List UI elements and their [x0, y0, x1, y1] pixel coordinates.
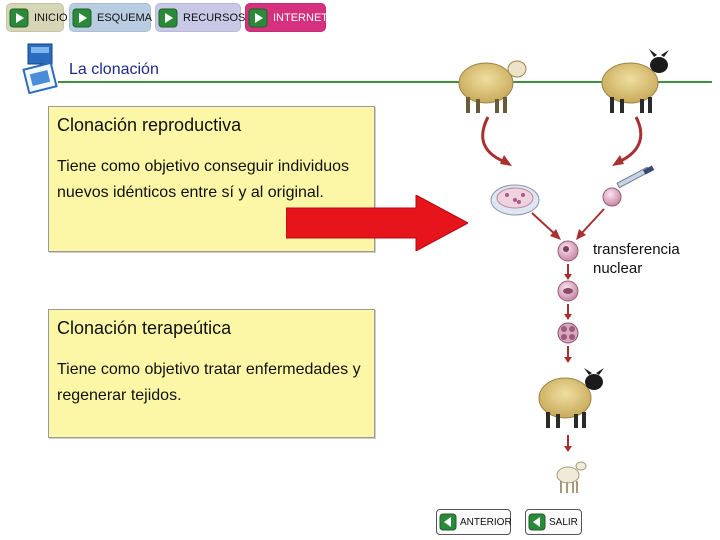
- embryo-icon: [557, 322, 579, 344]
- tab-inicio[interactable]: INICIO: [6, 3, 68, 32]
- red-arrow-icon: [286, 195, 468, 251]
- lamb-icon: [556, 461, 587, 493]
- tab-label: INTERNET: [273, 11, 328, 24]
- salir-label: SALIR: [549, 516, 578, 528]
- play-icon: [72, 8, 92, 27]
- sheep-icon: [538, 368, 604, 428]
- play-icon: [158, 8, 178, 27]
- anterior-label: ANTERIOR: [460, 516, 512, 528]
- tab-label: INICIO: [34, 11, 68, 24]
- sheep-icon: [601, 49, 669, 113]
- therapeutic-cloning-box: Clonación terapeútica Tiene como objetiv…: [48, 309, 375, 438]
- salir-button[interactable]: SALIR: [525, 509, 582, 535]
- page-title: La clonación: [69, 61, 159, 78]
- play-icon: [9, 8, 29, 27]
- therapeutic-cloning-heading: Clonación terapeútica: [57, 318, 232, 338]
- reproductive-cloning-text: Tiene como objetivo conseguir individuos…: [57, 158, 350, 201]
- petri-dish-icon: [490, 184, 540, 216]
- nuclear-transfer-label: transferencia nuclear: [593, 241, 680, 277]
- tab-recursos[interactable]: RECURSOS: [155, 3, 245, 32]
- tab-esquema[interactable]: ESQUEMA: [69, 3, 153, 32]
- cloning-diagram: [458, 49, 669, 493]
- tab-label: ESQUEMA: [97, 11, 153, 24]
- presentation-icon: [22, 43, 58, 94]
- back-icon: [439, 513, 457, 531]
- back-icon: [528, 513, 546, 531]
- cell-icon: [557, 280, 579, 302]
- sheep-icon: [458, 60, 527, 113]
- title-divider: [58, 81, 712, 83]
- syringe-icon: [602, 165, 655, 207]
- play-icon: [248, 8, 268, 27]
- anterior-button[interactable]: ANTERIOR: [436, 509, 512, 535]
- therapeutic-cloning-text: Tiene como objetivo tratar enfermedades …: [57, 361, 361, 404]
- tab-label: RECURSOS: [183, 11, 246, 24]
- reproductive-cloning-heading: Clonación reproductiva: [57, 115, 242, 135]
- tab-internet[interactable]: INTERNET: [245, 3, 328, 32]
